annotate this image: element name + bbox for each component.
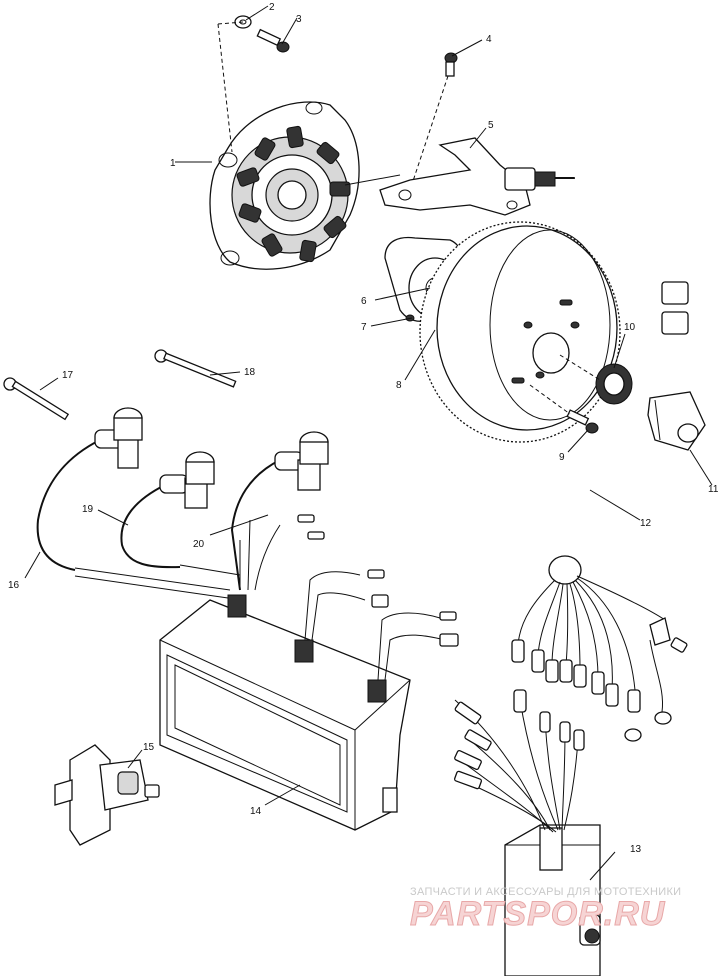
bracket-bolt[interactable]	[409, 52, 458, 191]
callout-4: 4	[486, 34, 492, 45]
callout-1: 1	[170, 158, 176, 169]
callout-labels: 1 2 3 4 5 6 7 8 9 10 11 12 13 14 15 16 1…	[8, 2, 719, 855]
callout-16: 16	[8, 580, 20, 591]
wire-harness[interactable]	[511, 174, 689, 742]
callout-18: 18	[244, 367, 256, 378]
spark-plug-cap-left[interactable]	[36, 407, 143, 571]
oil-seal[interactable]	[595, 363, 633, 405]
callout-2: 2	[269, 2, 275, 13]
leader-lines	[24, 5, 713, 881]
callout-17: 17	[62, 370, 74, 381]
callout-8: 8	[396, 380, 402, 391]
flywheel-bolt[interactable]	[566, 409, 599, 434]
callout-19: 19	[82, 504, 94, 515]
cdi-box[interactable]	[453, 689, 601, 976]
watermark-tagline: ЗАПЧАСТИ И АКСЕССУАРЫ ДЛЯ МОТОТЕХНИКИ	[410, 886, 681, 898]
callout-13: 13	[630, 844, 642, 855]
watermark-brand: PARTSPOR.RU	[410, 895, 666, 933]
ignition-coil[interactable]	[159, 514, 459, 831]
callout-5: 5	[488, 120, 494, 131]
callout-11: 11	[708, 484, 719, 495]
stator-bolt[interactable]	[256, 28, 290, 53]
callout-6: 6	[361, 296, 367, 307]
callout-10: 10	[624, 322, 636, 333]
spark-plug-cap-middle[interactable]	[120, 451, 215, 569]
wire-connector[interactable]	[647, 391, 706, 451]
callout-7: 7	[361, 322, 367, 333]
callout-20: 20	[193, 539, 205, 550]
spark-plug-cap-right[interactable]	[230, 431, 329, 591]
callout-12: 12	[640, 518, 652, 529]
voltage-regulator[interactable]	[54, 744, 160, 846]
callout-9: 9	[559, 452, 565, 463]
long-bolt-left[interactable]	[3, 377, 70, 421]
callout-14: 14	[250, 806, 262, 817]
callout-15: 15	[143, 742, 155, 753]
callout-3: 3	[296, 14, 302, 25]
watermark: ЗАПЧАСТИ И АКСЕССУАРЫ ДЛЯ МОТОТЕХНИКИ PA…	[410, 886, 682, 934]
flywheel[interactable]	[419, 221, 621, 443]
long-bolt-right[interactable]	[154, 349, 237, 388]
mounting-bracket[interactable]	[379, 137, 531, 216]
stator-assembly[interactable]	[209, 101, 401, 270]
bracket-connector[interactable]	[504, 167, 575, 191]
